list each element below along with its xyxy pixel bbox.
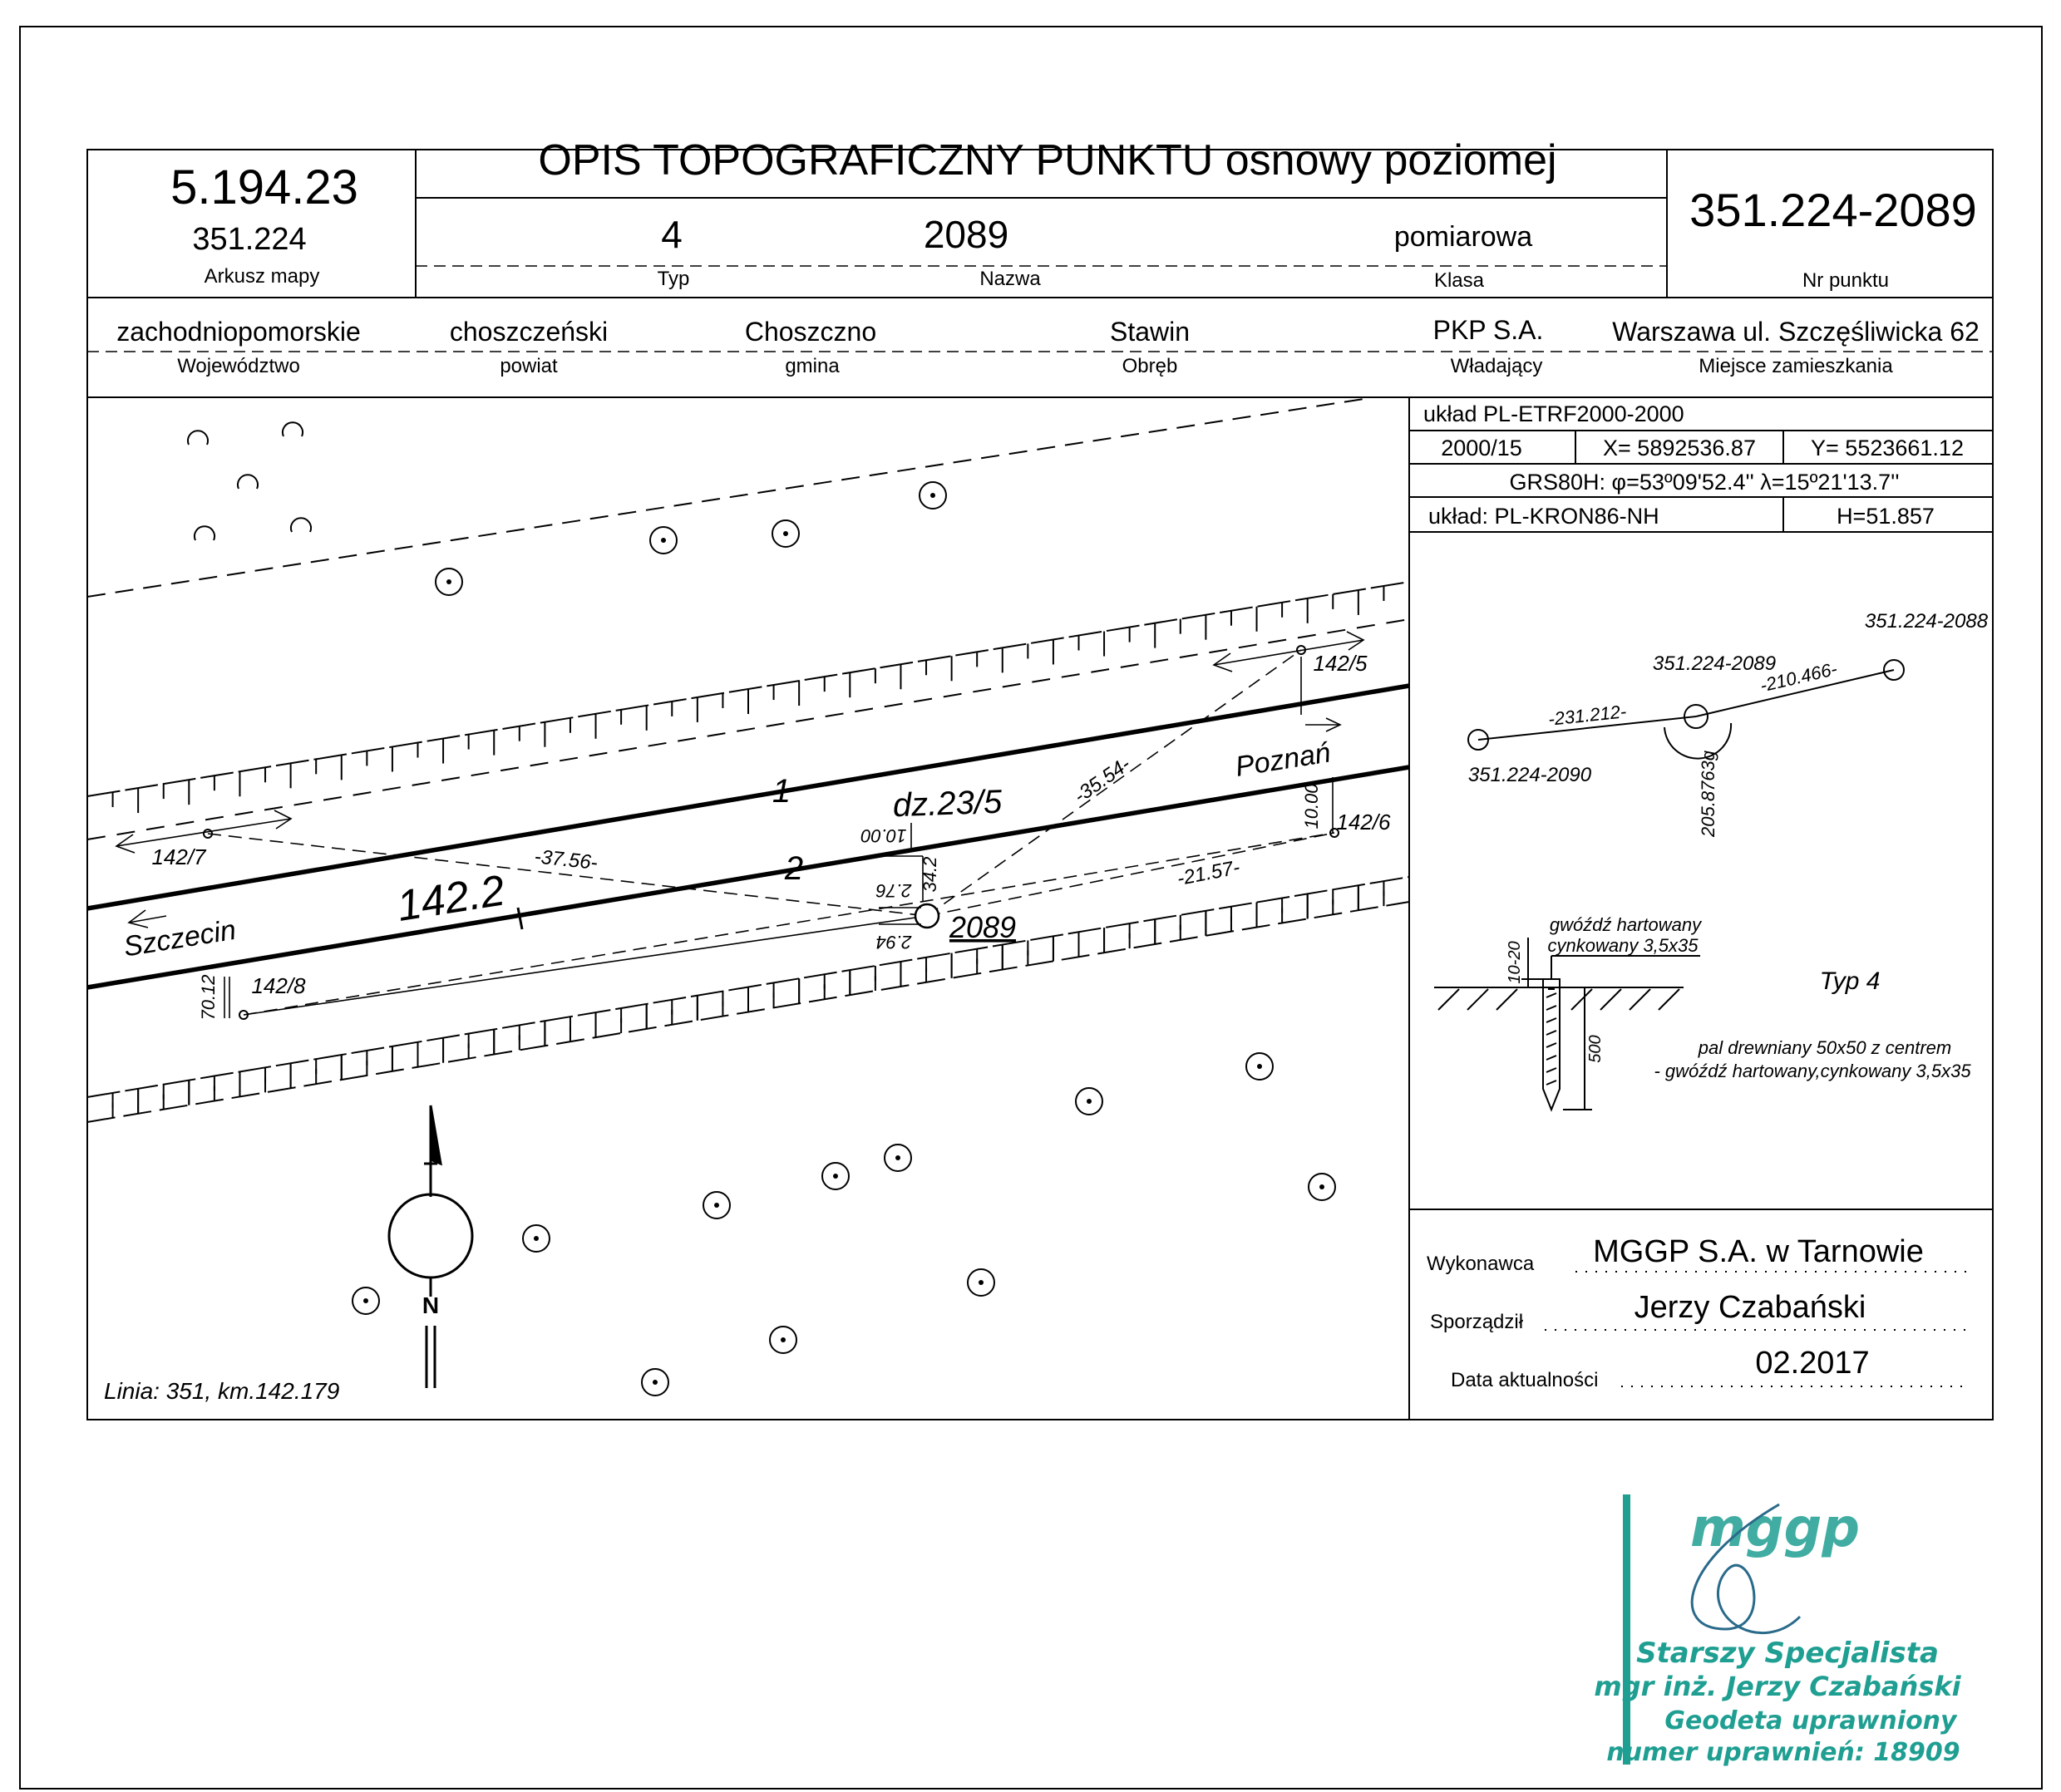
label-142-6: 142/6: [1336, 810, 1391, 834]
dist-34-2: 34.2: [920, 857, 940, 893]
voivodeship-label: Województwo: [177, 355, 300, 377]
prepared-label: Sporządził: [1430, 1311, 1524, 1333]
precinct-value: Stawin: [1110, 317, 1190, 347]
point-142-8: [239, 1010, 249, 1020]
label-142-8: 142/8: [251, 973, 306, 998]
date-label: Data aktualności: [1451, 1369, 1598, 1391]
measurement-lines: [207, 649, 1335, 1016]
nail-label-2: cynkowany 3,5x35: [1548, 935, 1699, 956]
owner-label: Władający: [1451, 355, 1543, 377]
coord-system: układ PL-ETRF2000-2000: [1423, 401, 1684, 426]
label-2090: 351.224-2090: [1468, 764, 1592, 786]
date-value: 02.2017: [1755, 1346, 1869, 1381]
dist-2-76: 2.76: [875, 880, 913, 901]
fence-rows: [86, 581, 1410, 1123]
line-km-label: Linia: 351, km.142.179: [104, 1378, 339, 1404]
contractor-label: Wykonawca: [1427, 1253, 1535, 1275]
precinct-label: Obręb: [1122, 355, 1178, 377]
fence-line: [86, 618, 1410, 840]
voivodeship-value: zachodniopomorskie: [116, 317, 361, 347]
north-label: N: [422, 1292, 439, 1318]
dashed-guides: [87, 265, 1993, 352]
height-value: H=51.857: [1837, 504, 1935, 529]
class-label: Klasa: [1434, 269, 1485, 292]
km-tick: [516, 907, 524, 930]
parcel-label: dz.23/5: [892, 784, 1003, 825]
coordinates-table: [1409, 430, 1993, 533]
dist-35-54: -35.54-: [1070, 753, 1135, 808]
map-sheet: 351.224: [192, 222, 306, 257]
dist-21-57: -21.57-: [1176, 856, 1242, 890]
poznan-label: Poznań: [1233, 736, 1333, 783]
stamp-role: Starszy Specjalista: [1636, 1637, 1939, 1670]
type-label: Typ: [658, 268, 690, 290]
contractor-value: MGGP S.A. w Tarnowie: [1593, 1234, 1924, 1269]
stamp-license: Geodeta uprawniony: [1664, 1706, 1958, 1735]
signature-icon: [1690, 1503, 1802, 1634]
track-2: [86, 765, 1410, 990]
footer-dots: [1545, 1271, 1970, 1387]
map-sheet-label: Arkusz mapy: [205, 265, 320, 288]
point-label: 2089: [949, 910, 1016, 944]
direction-arrows: [115, 631, 1365, 1018]
label-142-5: 142/5: [1313, 651, 1368, 676]
track-2-label: 2: [784, 850, 803, 887]
track-1-label: 1: [772, 773, 791, 810]
page-title: OPIS TOPOGRAFICZNY PUNKTU osnowy poziome…: [538, 136, 1556, 185]
boundary-line: [86, 398, 1364, 598]
dist-10-00a: 10.00: [860, 825, 907, 846]
marker-desc-2: - gwóźdź hartowany,cynkowany 3,5x35: [1654, 1061, 1971, 1081]
point-number: 351.224-2089: [1689, 184, 1977, 236]
residence-value: Warszawa ul. Szczęśliwicka 62: [1612, 317, 1980, 347]
dim-500: 500: [1586, 1035, 1605, 1062]
label-2088: 351.224-2088: [1865, 610, 1989, 633]
commune-label: gmina: [785, 355, 840, 377]
name-value: 2089: [924, 213, 1008, 256]
type-value: 4: [661, 213, 683, 256]
angle-label: 205.8763g: [1698, 750, 1718, 838]
surveyor-stamp: mggp Starszy Specjalista mgr inż. Jerzy …: [1594, 1494, 1962, 1767]
sheet-code: 5.194.23: [170, 160, 358, 214]
label-142-7: 142/7: [151, 844, 207, 869]
point-number-label: Nr punktu: [1802, 269, 1889, 292]
county-label: powiat: [500, 355, 558, 377]
dist-37-56: -37.56-: [534, 845, 599, 874]
sketch-area: dz.23/5 142.2 1 2 2089 Szczecin Poznań 1…: [86, 398, 1410, 1404]
name-label: Nazwa: [979, 268, 1041, 290]
coord-grs: GRS80H: φ=53º09'52.4'' λ=15º21'13.7'': [1510, 470, 1900, 495]
dist-70-12: 70.12: [198, 974, 219, 1020]
residence-label: Miejsce zamieszkania: [1699, 355, 1893, 377]
north-arrow-icon: [387, 1105, 474, 1388]
shrub-icons: [187, 421, 312, 541]
type-label-sketch: Typ 4: [1820, 967, 1881, 995]
commune-value: Choszczno: [745, 317, 876, 347]
marker-diagram: [1434, 938, 1700, 1112]
coord-y: Y= 5523661.12: [1811, 436, 1964, 460]
point-142-6: [1329, 828, 1339, 838]
stamp-person: mgr inż. Jerzy Czabański: [1594, 1671, 1961, 1702]
dim-10-20: 10-20: [1506, 941, 1524, 983]
owner-value: PKP S.A.: [1433, 315, 1544, 345]
marker-desc-1: pal drewniany 50x50 z centrem: [1698, 1037, 1952, 1058]
stamp-license-no: numer uprawnień: 18909: [1606, 1738, 1960, 1767]
survey-point-2089: [914, 903, 940, 929]
track-1: [86, 683, 1410, 911]
dist-2-94: 2.94: [876, 932, 913, 953]
prepared-value: Jerzy Czabański: [1635, 1290, 1866, 1325]
coord-x: X= 5892536.87: [1603, 436, 1756, 460]
label-2089: 351.224-2089: [1653, 652, 1776, 675]
nail-label: gwóźdź hartowany: [1550, 914, 1703, 935]
point-142-7: [203, 829, 213, 839]
dist-10-00b: 10.00: [1301, 783, 1322, 830]
outer-frame: [19, 26, 2043, 1790]
coord-zone: 2000/15: [1441, 436, 1522, 460]
height-system: układ: PL-KRON86-NH: [1428, 504, 1659, 529]
neighbour-diagram: [1467, 659, 1905, 760]
county-value: choszczeński: [450, 317, 608, 347]
form-frame: [86, 149, 1994, 1420]
class-value: pomiarowa: [1394, 221, 1532, 253]
